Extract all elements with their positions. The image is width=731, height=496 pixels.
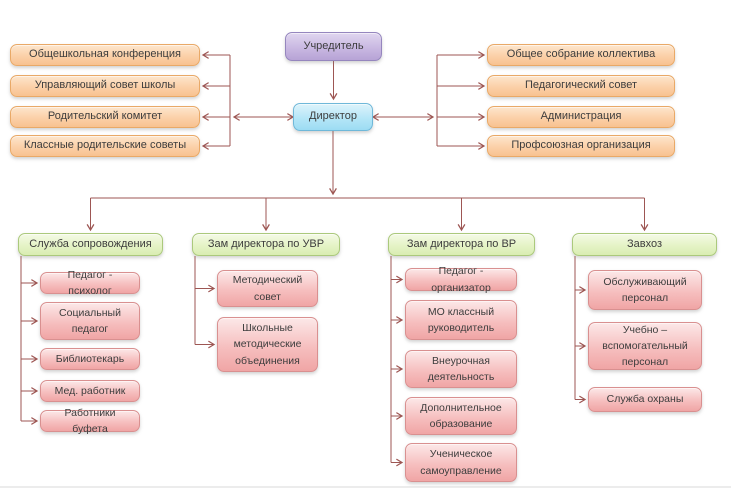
dept-child-node: Социальный педагог: [40, 302, 140, 340]
dept-child-node: Обслуживающий персонал: [588, 270, 702, 310]
left-branch-node: Родительский комитет: [10, 106, 200, 128]
dept-child-node: Внеурочная деятельность: [405, 350, 517, 388]
dept-child-node: Служба охраны: [588, 387, 702, 412]
dept-header-node: Завхоз: [572, 233, 717, 256]
dept-child-node: Методический совет: [217, 270, 318, 307]
dept-child-node: Педагог - психолог: [40, 269, 140, 297]
dept-child-node: Мед. работник: [40, 380, 140, 402]
dept-child-node: Дополнительное образование: [405, 397, 517, 435]
dept-child-node: Работники буфета: [40, 407, 140, 435]
right-branch-node: Общее собрание коллектива: [487, 44, 675, 66]
left-branch-node: Управляющий совет школы: [10, 75, 200, 97]
left-branch-node: Классные родительские советы: [10, 135, 200, 157]
right-branch-node: Профсоюзная организация: [487, 135, 675, 157]
dept-child-node: Библиотекарь: [40, 348, 140, 370]
right-branch-node: Педагогический совет: [487, 75, 675, 97]
dept-header-node: Зам директора по УВР: [192, 233, 340, 256]
left-branch-node: Общешкольная конференция: [10, 44, 200, 66]
right-branch-node: Администрация: [487, 106, 675, 128]
dept-child-node: Ученическое самоуправление: [405, 443, 517, 482]
dept-child-node: Школьные методические объединения: [217, 317, 318, 372]
dept-header-node: Зам директора по ВР: [388, 233, 535, 256]
dept-child-node: Учебно – вспомогательный персонал: [588, 322, 702, 370]
dept-child-node: МО классный руководитель: [405, 300, 517, 340]
dept-child-node: Педагог - организатор: [405, 265, 517, 294]
node-founder: Учредитель: [285, 32, 382, 61]
node-director: Директор: [293, 103, 373, 131]
dept-header-node: Служба сопровождения: [18, 233, 163, 256]
